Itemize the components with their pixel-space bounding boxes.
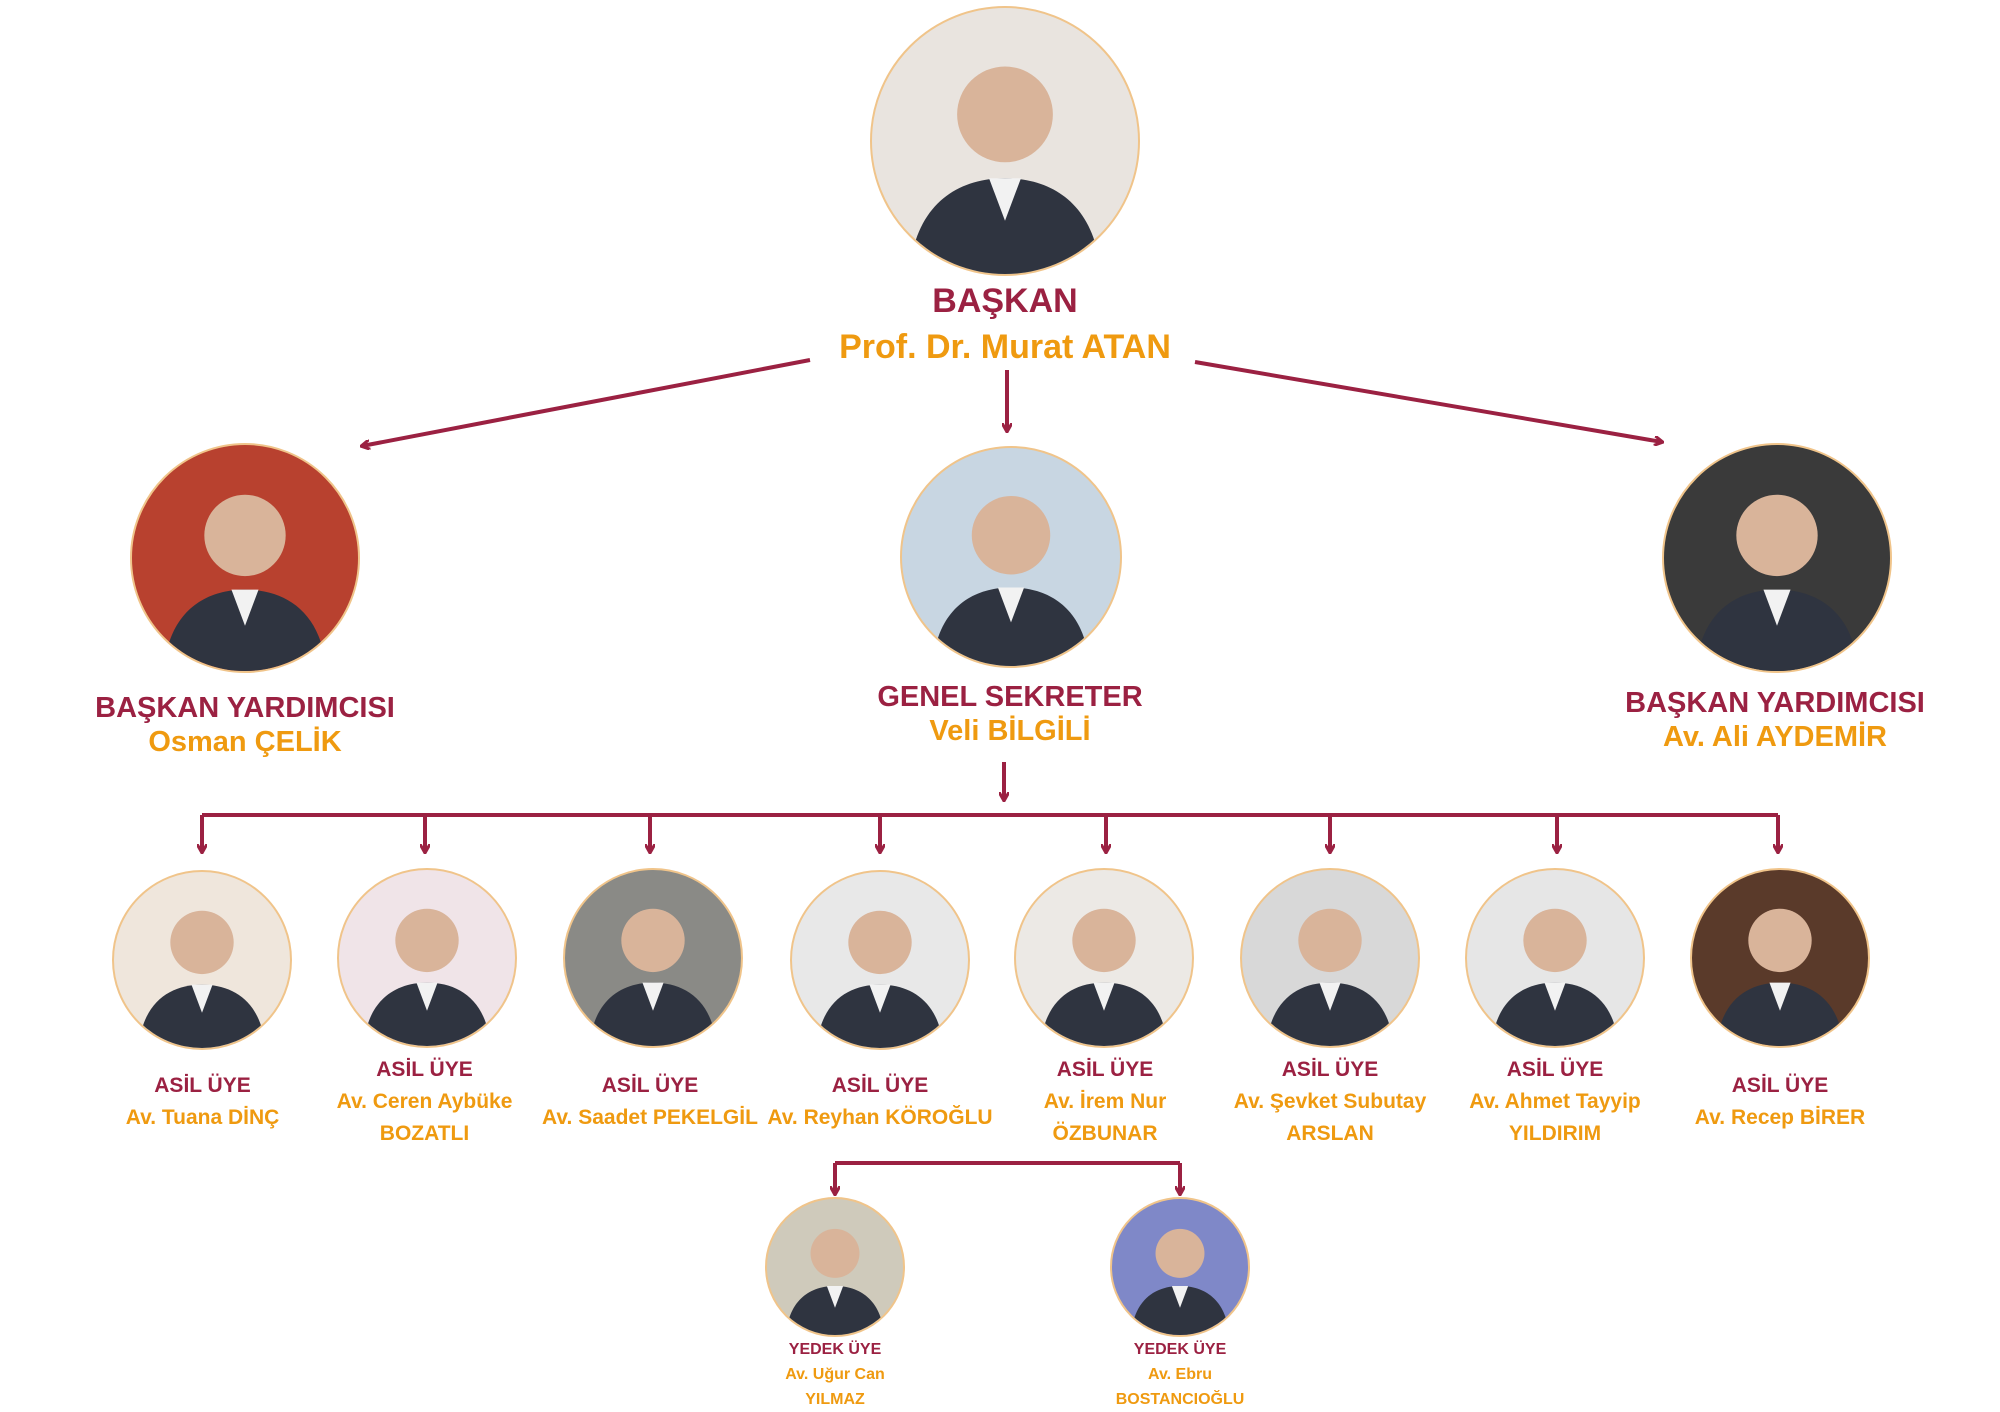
- president-name: Prof. Dr. Murat ATAN: [839, 328, 1171, 366]
- member-7-avatar: [1465, 868, 1645, 1048]
- member-2-avatar: [337, 868, 517, 1048]
- member-5-role: ASİL ÜYE: [1056, 1058, 1154, 1081]
- member-2-name-line2: BOZATLI: [379, 1122, 470, 1145]
- vice-left-role: BAŞKAN YARDIMCISI: [95, 692, 395, 724]
- arrow-to-vice-right: [1194, 360, 1662, 442]
- vice-left-name: Osman ÇELİK: [148, 726, 342, 758]
- member-8-role: ASİL ÜYE: [1731, 1074, 1829, 1097]
- member-6-role: ASİL ÜYE: [1281, 1058, 1379, 1081]
- member-1-avatar: [112, 870, 292, 1050]
- member-1-name: Av. Tuana DİNÇ: [125, 1106, 280, 1129]
- member-4-avatar: [790, 870, 970, 1050]
- vice-left-avatar: [130, 443, 360, 673]
- member-4-name: Av. Reyhan KÖROĞLU: [767, 1106, 993, 1129]
- substitute-1-name-line1: Av. Uğur Can: [785, 1366, 885, 1383]
- member-3-name: Av. Saadet PEKELGİL: [542, 1106, 758, 1129]
- substitute-1-avatar: [765, 1197, 905, 1337]
- vice-right-name: Av. Ali AYDEMİR: [1663, 721, 1887, 753]
- member-6-avatar: [1240, 868, 1420, 1048]
- member-4-role: ASİL ÜYE: [831, 1074, 929, 1097]
- member-2-name-line1: Av. Ceren Aybüke: [336, 1090, 513, 1113]
- vice-right-avatar: [1662, 443, 1892, 673]
- secretary-avatar: [900, 446, 1122, 668]
- member-3-role: ASİL ÜYE: [601, 1074, 699, 1097]
- member-6-name-line1: Av. Şevket Subutay: [1233, 1090, 1427, 1113]
- member-1-role: ASİL ÜYE: [154, 1074, 251, 1097]
- member-7-name-line1: Av. Ahmet Tayyip: [1469, 1090, 1641, 1113]
- arrow-to-vice-left: [362, 358, 811, 446]
- member-8-avatar: [1690, 868, 1870, 1048]
- substitute-2-name-line1: Av. Ebru: [1147, 1366, 1212, 1383]
- member-5-name-line1: Av. İrem Nur: [1043, 1090, 1167, 1113]
- member-5-name-line2: ÖZBUNAR: [1052, 1122, 1158, 1145]
- member-2-role: ASİL ÜYE: [376, 1058, 473, 1081]
- secretary-name: Veli BİLGİLİ: [929, 715, 1091, 747]
- member-7-name-line2: YILDIRIM: [1508, 1122, 1602, 1145]
- member-7-role: ASİL ÜYE: [1506, 1058, 1604, 1081]
- member-8-name: Av. Recep BİRER: [1694, 1106, 1866, 1129]
- substitute-2-role: YEDEK ÜYE: [1133, 1341, 1227, 1358]
- vice-right-role: BAŞKAN YARDIMCISI: [1625, 687, 1925, 719]
- member-5-avatar: [1014, 868, 1194, 1048]
- substitute-1-role: YEDEK ÜYE: [788, 1341, 882, 1358]
- member-6-name-line2: ARSLAN: [1286, 1122, 1374, 1145]
- substitute-2-avatar: [1110, 1197, 1250, 1337]
- president-role: BAŞKAN: [932, 282, 1078, 320]
- secretary-role: GENEL SEKRETER: [877, 681, 1143, 713]
- member-3-avatar: [563, 868, 743, 1048]
- president-avatar: [870, 6, 1140, 276]
